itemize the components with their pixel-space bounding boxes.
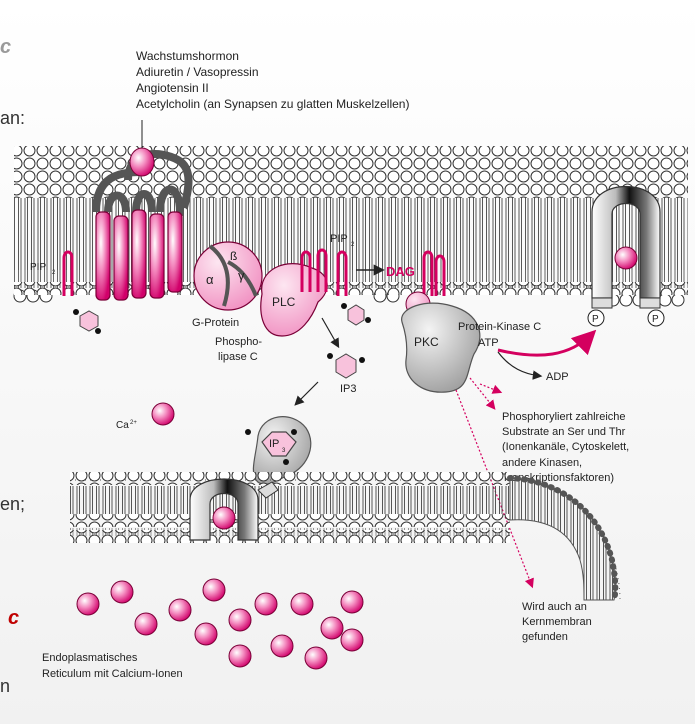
adp-label: ADP [546,371,569,383]
er-line-1: Endoplasmatisches [42,652,138,664]
fragment-top-letter: c [0,36,12,58]
phosphorylation-note: Phosphoryliert zahlreiche Substrate an S… [502,411,629,484]
ip3-molecule-left [73,309,101,334]
fragment-en: en; [0,494,26,514]
ip3-molecule-membrane [341,303,371,326]
phos-line-2: Substrate an Ser und Thr [502,426,626,438]
gamma-label: γ [238,268,245,283]
dag-label: DAG [386,264,415,279]
hormone-list: Wachstumshormon Adiuretin / Vasopressin … [136,49,409,111]
er-channel [189,478,279,541]
phos-line-4: andere Kinasen, [502,457,582,469]
kern-line-3: gefunden [522,631,568,643]
pip2-center-sub: 2 [351,242,355,248]
g-protein-label: G-Protein [192,317,239,329]
ca-sup: 2+ [130,420,137,426]
er-label: Endoplasmatisches Reticulum mit Calcium-… [42,652,183,680]
pip2-center-label: PIP [330,233,348,245]
pip2-left: PIP 2 [30,250,74,296]
pip2-center: PIP 2 [300,233,385,296]
phos-line-3: (Ionenkanäle, Cytoskelett, [502,441,629,453]
phos-line-1: Phosphoryliert zahlreiche [502,411,626,423]
ip3-box-sub: 3 [282,448,286,454]
calcium-ion: Ca 2+ [116,402,175,431]
g-protein: α ß γ G-Protein [192,241,263,329]
phosphate-label-2: P [652,314,659,325]
ip3-free: IP3 [294,317,365,406]
kern-line-2: Kernmembran [522,616,592,628]
nuclear-membrane-note: Wird auch an Kernmembran gefunden [522,601,592,643]
hormone-line-2: Adiuretin / Vasopressin [136,65,259,79]
fragment-red-letter: c [8,607,20,629]
plc-label: PLC [272,295,296,309]
alpha-label: α [206,272,214,287]
pkc-full-label: Protein-Kinase C [458,321,541,333]
beta-label: ß [230,249,237,263]
hormone-line-3: Angiotensin II [136,81,209,95]
hormone-line-1: Wachstumshormon [136,49,239,63]
phospholipase-label-2: lipase C [218,351,258,363]
atp-label: ATP [478,337,499,349]
er-membrane [70,472,621,603]
ip3-box-label: IP [269,438,279,450]
hormone-line-4: Acetylcholin (an Synapsen zu glatten Mus… [136,97,409,111]
fragment-n: n [0,676,11,696]
kern-line-1: Wird auch an [522,601,587,613]
ip3-label: IP3 [340,383,357,395]
er-line-2: Reticulum mit Calcium-Ionen [42,668,183,680]
ip3-receptor: IP 3 [245,416,312,485]
pkc-label: PKC [414,335,439,349]
membrane-channel-right: P P [587,185,665,327]
er-calcium-ions [76,578,364,670]
ca-label: Ca [116,420,129,431]
phospholipase-label-1: Phospho- [215,336,262,348]
fragment-an: an: [0,108,26,128]
dag: DAG [386,250,446,296]
receptor [92,120,193,301]
pip2-left-label: PIP [30,262,46,273]
pkc: PKC Protein-Kinase C ATP ADP [401,291,597,393]
pip2-left-sub: 2 [52,270,56,276]
phosphate-label-1: P [592,314,599,325]
